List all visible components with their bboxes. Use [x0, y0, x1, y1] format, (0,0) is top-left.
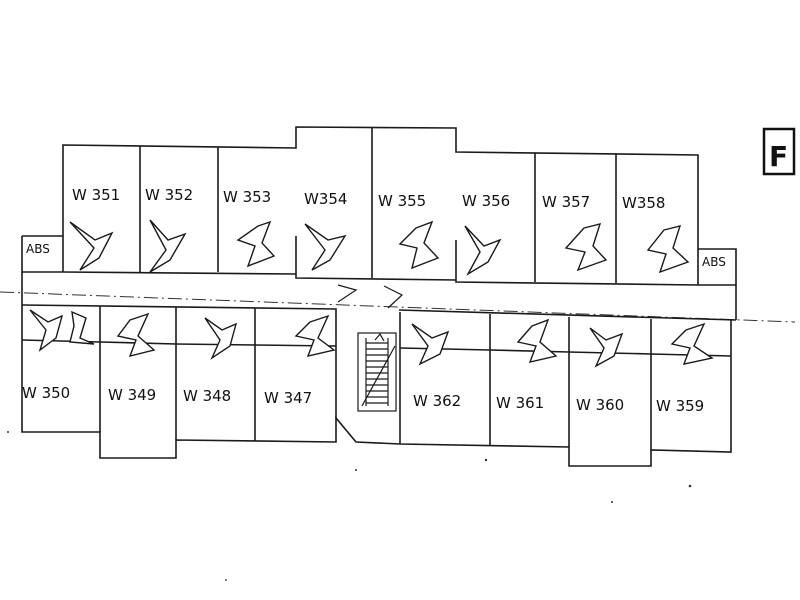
room-label-bottom: W 347: [264, 389, 312, 407]
room-label-bottom: W 361: [496, 394, 544, 412]
staircase: [357, 332, 397, 412]
door-swings-top: [69, 219, 690, 276]
section-tag: F: [762, 127, 796, 176]
room-label-top: W 353: [223, 188, 271, 206]
room-label-bottom: W 362: [413, 392, 461, 410]
abs-label-right: ABS: [702, 255, 726, 269]
room-label-bottom: W 359: [656, 397, 704, 415]
corridor-walls: [21, 272, 737, 338]
scan-specks: [7, 431, 692, 581]
door-swings-bottom: [29, 309, 714, 368]
room-label-top: W 357: [542, 193, 590, 211]
abs-boxes: [21, 235, 737, 286]
room-label-bottom: W 348: [183, 387, 231, 405]
room-label-top: W 352: [145, 186, 193, 204]
room-label-bottom: W 349: [108, 386, 156, 404]
room-label-top: W354: [304, 190, 347, 208]
abs-label-left: ABS: [26, 242, 50, 256]
top-room-outlines: [62, 126, 699, 286]
room-label-bottom: W 360: [576, 396, 624, 414]
room-label-top: W 351: [72, 186, 120, 204]
room-label-bottom: W 350: [22, 384, 70, 402]
room-label-top: W 355: [378, 192, 426, 210]
center-axis-line: [0, 291, 796, 323]
room-label-top: W358: [622, 194, 665, 212]
room-label-top: W 356: [462, 192, 510, 210]
section-tag-letter: F: [769, 140, 788, 173]
